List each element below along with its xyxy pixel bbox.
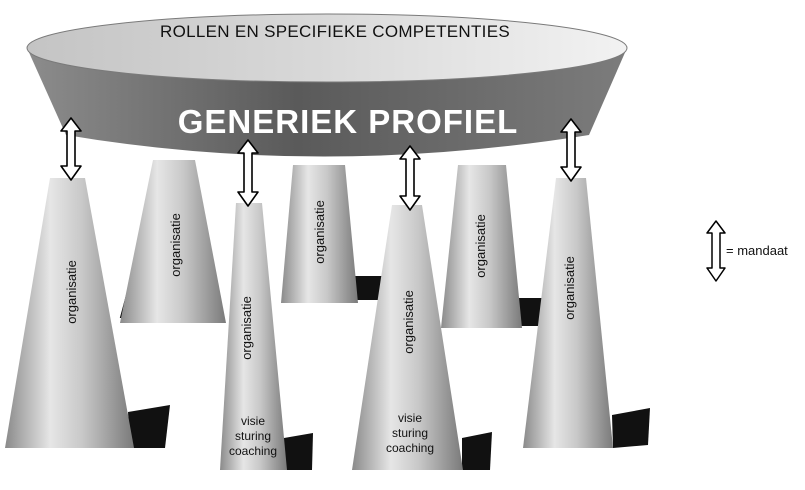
cone-sub-line-1: visie	[398, 411, 422, 425]
cone-front-2: organisatie	[523, 178, 650, 448]
cone-sub-line-2: sturing	[392, 426, 428, 440]
legend-label: = mandaat	[726, 243, 788, 258]
cone-back-1: organisatie	[119, 160, 226, 323]
cone-sub-line-1: visie	[241, 414, 265, 428]
cone-label: organisatie	[239, 296, 254, 360]
cone-label: organisatie	[562, 256, 577, 320]
mandate-arrow-icon	[706, 220, 726, 282]
cone-label: organisatie	[64, 260, 79, 324]
cone-front-1: organisatie	[5, 178, 170, 448]
cone-sub-line-2: sturing	[235, 429, 271, 443]
cone-sub-line-3: coaching	[229, 444, 277, 458]
cone-back-2: organisatie	[281, 165, 383, 303]
platform-top-label: ROLLEN EN SPECIFIEKE COMPETENTIES	[160, 22, 510, 41]
cone-sub-line-3: coaching	[386, 441, 434, 455]
mandate-arrow-icon	[60, 117, 82, 181]
cone-front-3: organisatie visie sturing coaching	[220, 203, 313, 470]
cone-label: organisatie	[401, 290, 416, 354]
cone-label: organisatie	[312, 200, 327, 264]
platform-generiek-profiel: ROLLEN EN SPECIFIEKE COMPETENTIES GENERI…	[26, 13, 628, 157]
legend: = mandaat	[706, 220, 788, 282]
mandate-arrow-icon	[560, 118, 582, 182]
mandate-arrow-icon	[399, 145, 421, 211]
cone-label: organisatie	[168, 213, 183, 277]
mandate-arrow-icon	[237, 139, 259, 207]
cone-label: organisatie	[473, 214, 488, 278]
cone-back-3: organisatie	[441, 165, 544, 328]
cone-front-4: organisatie visie sturing coaching	[352, 205, 492, 470]
platform-side-label: GENERIEK PROFIEL	[178, 103, 519, 140]
